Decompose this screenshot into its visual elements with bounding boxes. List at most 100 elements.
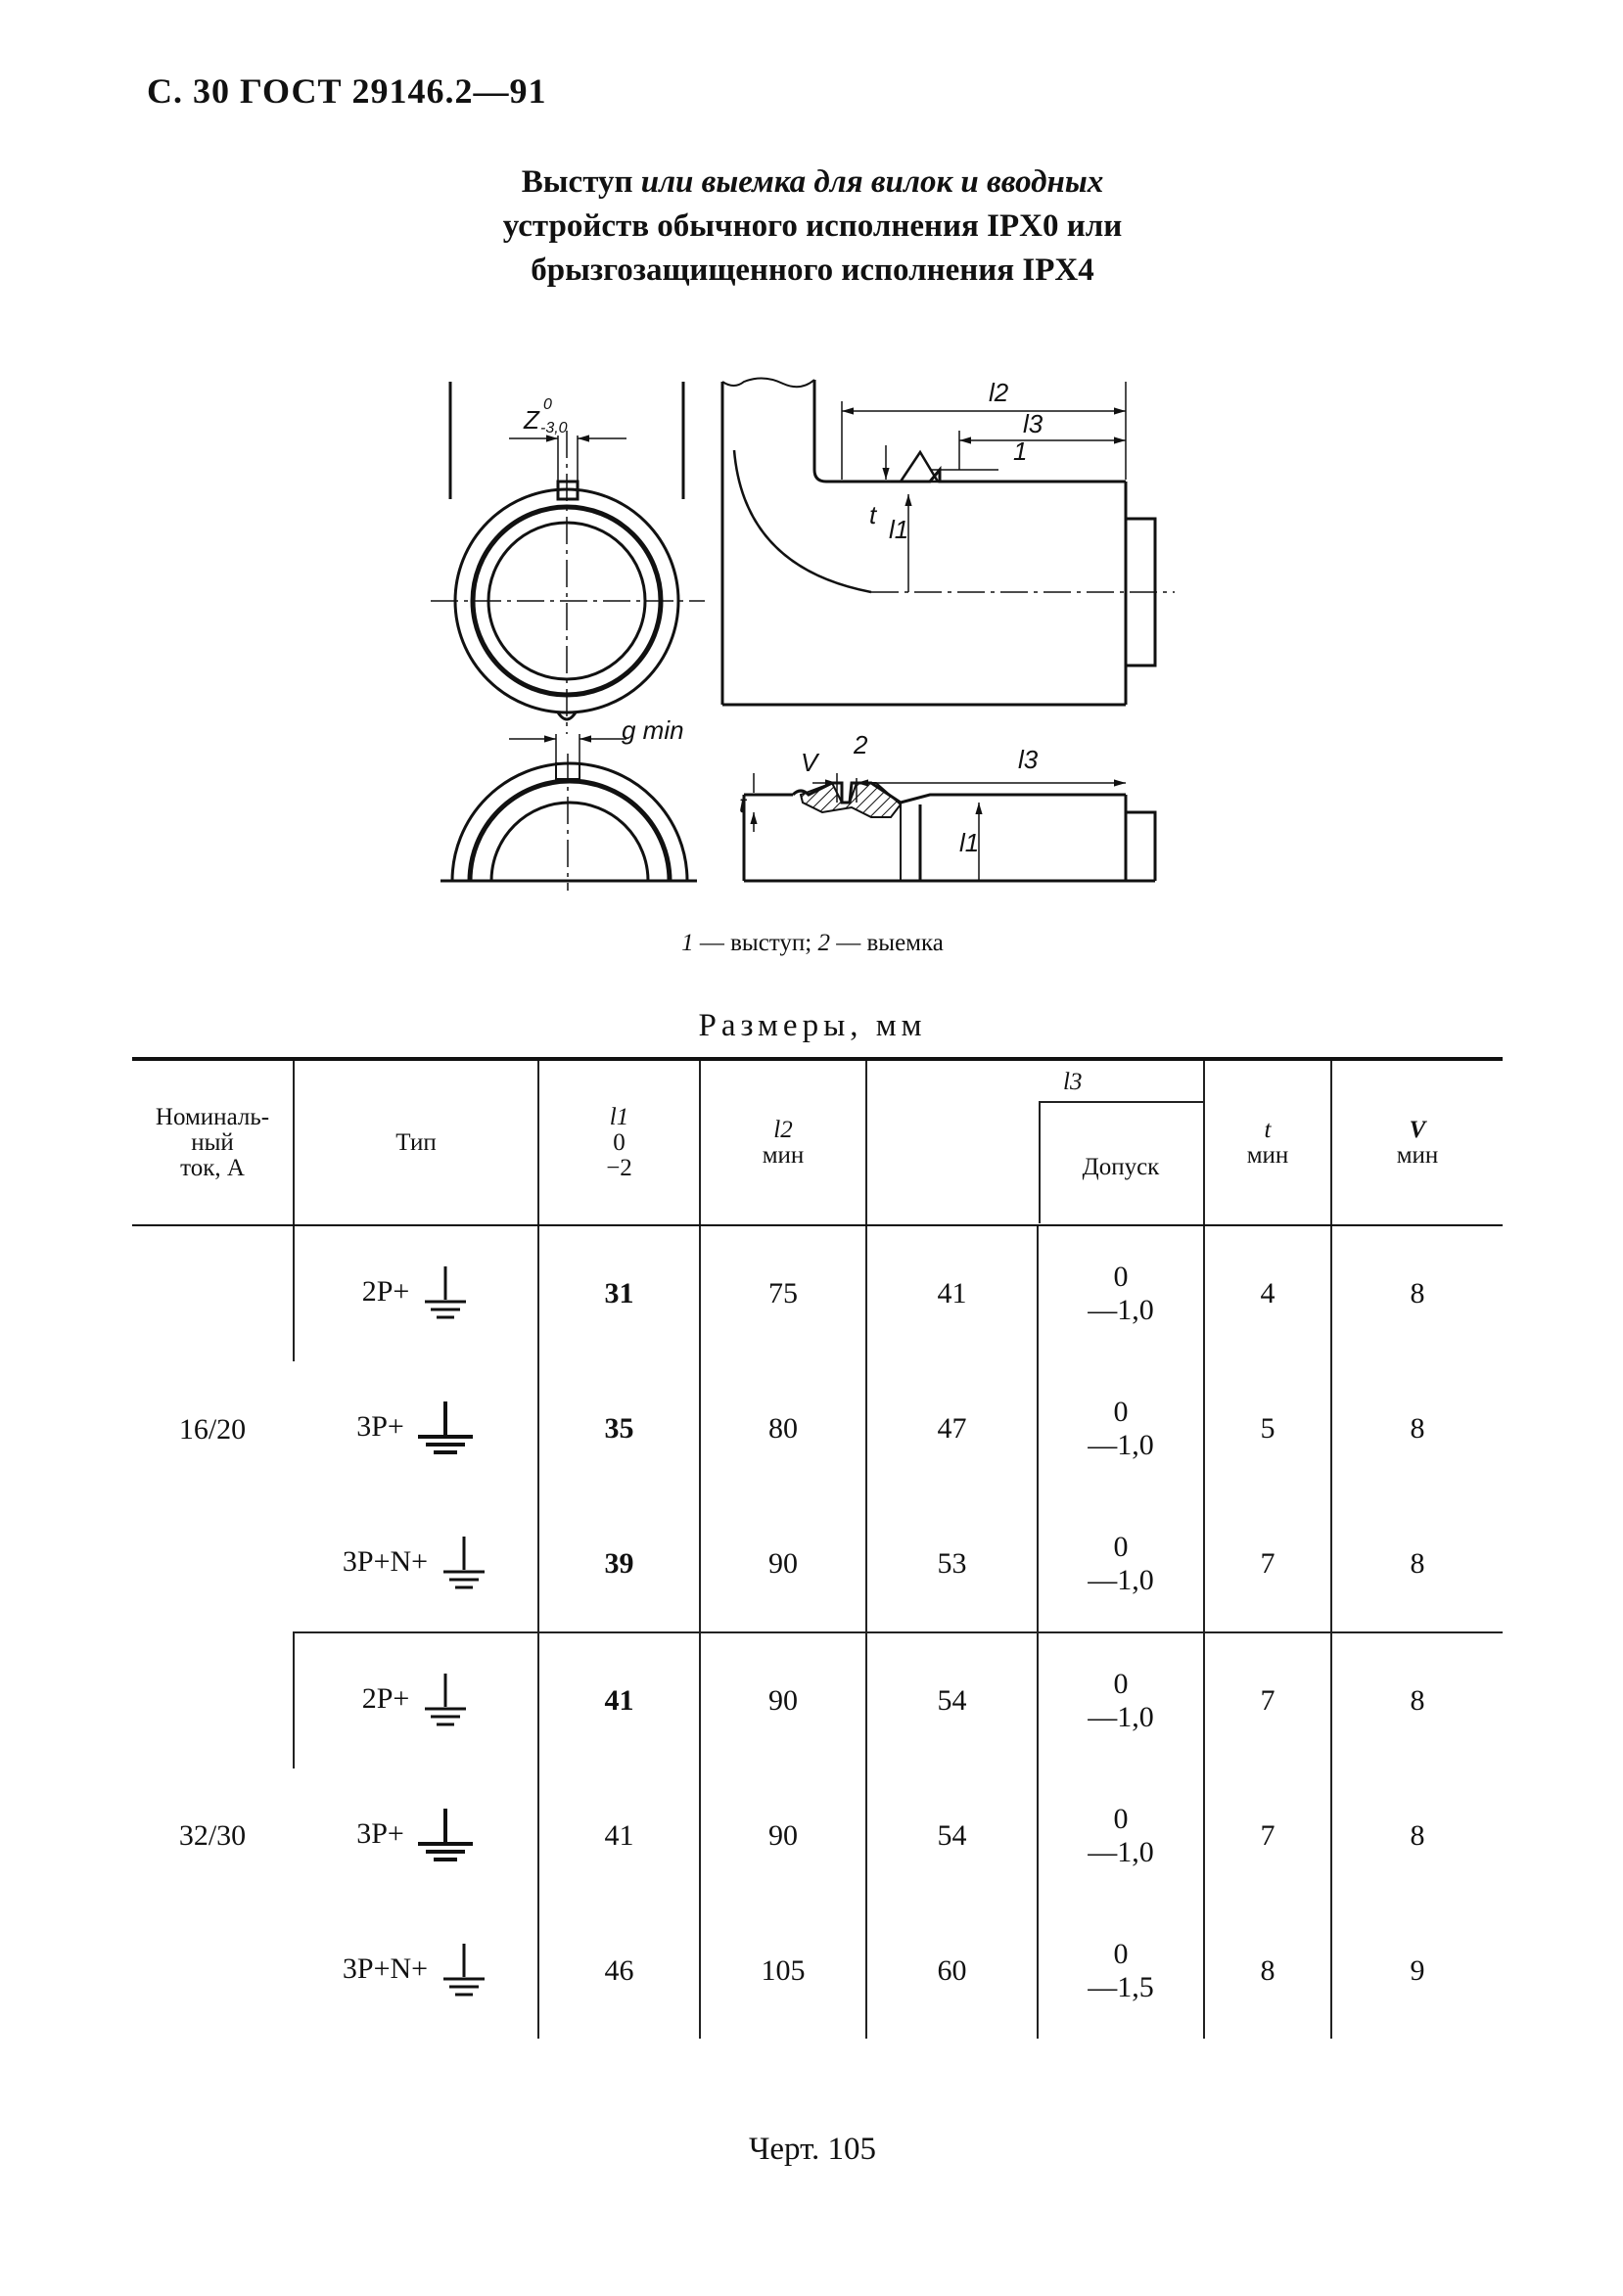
cell-l3: 54 — [865, 1768, 1038, 1904]
cell-l1: 35 — [537, 1361, 700, 1496]
cell-l2: 90 — [699, 1768, 866, 1904]
cell-type: 3P+N+ — [294, 1904, 538, 2039]
title-line2: устройств обычного исполнения IPX0 или — [502, 208, 1123, 244]
cell-l2: 105 — [699, 1904, 866, 2039]
cell-l1: 39 — [537, 1496, 700, 1633]
label-g-min: g min — [622, 715, 684, 745]
figure-title: Выступ или выемка для вилок и вводных ус… — [372, 161, 1253, 293]
ground-icon — [443, 1944, 486, 1997]
title-line1-italic: или выемка для вилок и вводных — [632, 164, 1104, 200]
partial-front-view — [441, 754, 697, 891]
cell-t: 8 — [1203, 1904, 1331, 2039]
cell-l2: 90 — [699, 1496, 866, 1633]
caption-num-1: 1 — [681, 930, 694, 956]
page-header: С. 30 ГОСТ 29146.2—91 — [147, 71, 547, 111]
cell-l3: 60 — [865, 1904, 1038, 2039]
header-t: t мин — [1203, 1057, 1331, 1226]
tol-lower: —1,0 — [1088, 1429, 1154, 1461]
header-l2: l2 мин — [699, 1057, 866, 1226]
table-row: 3P+N+ 46 105 60 0—1,5 8 9 — [132, 1904, 1503, 2039]
table-header-row: Номиналь- ный ток, А Тип l1 0 −2 l2 мин … — [132, 1057, 1503, 1226]
cell-v: 8 — [1330, 1632, 1503, 1768]
label-callout-1: 1 — [1013, 436, 1027, 466]
tol-lower: —1,0 — [1088, 1701, 1154, 1733]
label-z-tol-lower: -3,0 — [540, 420, 568, 436]
caption-text-2: — выемка — [829, 930, 944, 956]
cell-tolerance: 0—1,0 — [1037, 1496, 1204, 1633]
cell-v: 8 — [1330, 1361, 1503, 1496]
cell-current: 16/20 — [178, 1412, 247, 1446]
tol-upper: 0 — [1113, 1261, 1129, 1293]
title-line3: брызгозащищенного исполнения IPX4 — [531, 253, 1094, 288]
cell-l3: 47 — [865, 1361, 1038, 1496]
ground-icon — [443, 1537, 486, 1589]
table-row: 16/20 2P+ 31 75 41 0—1,0 4 8 — [132, 1225, 1503, 1446]
label-l1-top: l1 — [889, 515, 908, 544]
type-text: 3P+ — [356, 1409, 404, 1443]
tol-upper: 0 — [1113, 1938, 1129, 1970]
cell-l3: 54 — [865, 1632, 1038, 1768]
label-l3-top: l3 — [1023, 409, 1043, 438]
side-section-dimensions — [750, 773, 1126, 881]
cell-l1: 46 — [537, 1904, 700, 2039]
type-text: 3P+N+ — [342, 1544, 429, 1578]
header-l2-sub: мин — [762, 1141, 805, 1169]
type-text: 2P+ — [361, 1274, 410, 1308]
cell-l2: 75 — [699, 1225, 866, 1361]
header-v-symbol: V — [1409, 1116, 1426, 1143]
header-v: V мин — [1330, 1057, 1503, 1226]
tol-upper: 0 — [1113, 1803, 1129, 1835]
type-text: 3P+N+ — [342, 1952, 429, 1985]
cell-v: 8 — [1330, 1496, 1503, 1633]
side-view — [720, 377, 1175, 707]
dimensions-table: Номиналь- ный ток, А Тип l1 0 −2 l2 мин … — [132, 1057, 1503, 2039]
cell-l1: 31 — [537, 1225, 700, 1361]
cell-l3: 41 — [865, 1225, 1038, 1361]
label-t-bottom: t — [739, 789, 748, 818]
cell-t: 7 — [1203, 1496, 1331, 1633]
cell-t: 7 — [1203, 1632, 1331, 1768]
tol-lower: —1,0 — [1088, 1294, 1154, 1326]
technical-drawing: Z 0 -3,0 l2 l3 1 t l1 g min V 2 l3 t l1 — [431, 377, 1175, 891]
cell-v: 9 — [1330, 1904, 1503, 2039]
type-text: 3P+ — [356, 1816, 404, 1850]
cell-current: 32/30 — [178, 1818, 247, 1852]
label-v: V — [801, 748, 820, 777]
header-t-symbol: t — [1264, 1116, 1272, 1143]
ground-icon — [417, 1401, 473, 1454]
cell-type: 2P+ — [293, 1225, 538, 1361]
title-line1-plain: Выступ — [521, 164, 633, 200]
cell-tolerance: 0—1,0 — [1037, 1361, 1204, 1496]
z-dimension — [509, 435, 626, 482]
header-type: Тип — [293, 1057, 538, 1226]
header-current-line: ток, А — [180, 1154, 245, 1181]
label-t-top: t — [869, 500, 878, 529]
figure-number: Черт. 105 — [748, 2132, 877, 2167]
label-l2: l2 — [989, 378, 1009, 407]
figure-caption: 1 — выступ; 2 — выемка — [489, 930, 1136, 957]
cell-l1: 41 — [537, 1768, 700, 1904]
cell-l2: 90 — [699, 1632, 866, 1768]
front-view — [431, 382, 705, 734]
side-view-dimensions — [841, 382, 1127, 592]
cell-type: 3P+ — [294, 1361, 538, 1496]
label-z-tol-upper: 0 — [543, 396, 552, 413]
tol-lower: —1,0 — [1088, 1836, 1154, 1868]
g-min-dimension — [509, 734, 626, 763]
table-row: 3P+N+ 39 90 53 0—1,0 7 8 — [132, 1496, 1503, 1633]
cell-type: 3P+N+ — [294, 1496, 538, 1633]
side-section — [742, 781, 1157, 883]
cell-tolerance: 0—1,0 — [1037, 1225, 1204, 1361]
type-text: 2P+ — [361, 1681, 410, 1715]
header-l3: l3 Допуск — [865, 1057, 1204, 1226]
cell-tolerance: 0—1,0 — [1037, 1768, 1204, 1904]
header-current: Номиналь- ный ток, А — [132, 1057, 294, 1226]
caption-num-2: 2 — [817, 930, 830, 956]
cell-t: 4 — [1203, 1225, 1331, 1361]
tol-lower: —1,0 — [1088, 1564, 1154, 1596]
header-l1-tol-upper: 0 — [613, 1128, 626, 1156]
tol-lower: —1,5 — [1088, 1971, 1154, 2003]
cell-t: 5 — [1203, 1361, 1331, 1496]
tol-upper: 0 — [1113, 1668, 1129, 1700]
header-l3-tolerance: Допуск — [1082, 1154, 1160, 1180]
